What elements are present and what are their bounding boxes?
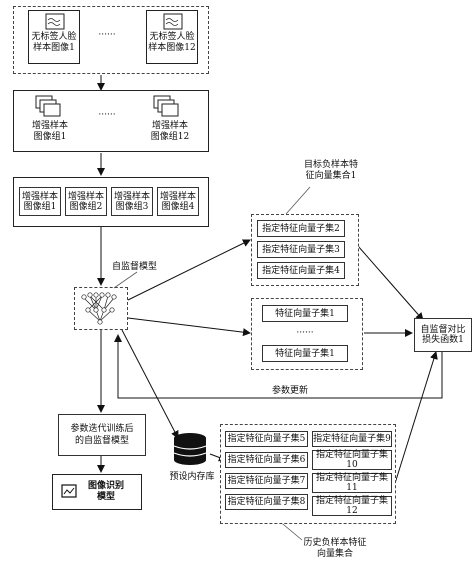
aug-set-group-4: 增强样本 图像组4: [157, 187, 199, 216]
ellipsis-aug: ······: [98, 110, 116, 120]
contrastive-loss-box: 自监督对比 损失函数1: [414, 318, 472, 352]
history-subset-9: 指定特征向量子集9: [312, 431, 392, 447]
arrow-param-update: [114, 334, 443, 399]
aug-set-group-3: 增强样本 图像组3: [111, 187, 153, 216]
arrow-model-to-target: [127, 239, 251, 301]
arrow-target-to-loss: [357, 245, 424, 321]
feature-subset-first: 特征向量子集1: [262, 305, 348, 322]
recognition-model-label: 图像识别 模型: [87, 481, 124, 502]
history-subset-6: 指定特征向量子集6: [225, 452, 308, 468]
database-icon: [173, 433, 207, 465]
target-subset-2: 指定特征向量子集2: [257, 220, 345, 237]
unlabeled-image-1: [28, 10, 80, 64]
unlabeled-image-12-label: 无标签人脸 样本图像12: [148, 32, 196, 53]
history-subset-10: 指定特征向量子集 10: [312, 450, 392, 470]
arrow-model-to-middle: [127, 317, 251, 337]
aug-group-12-label: 增强样本 图像组12: [150, 121, 190, 142]
face-image-icon: [45, 13, 65, 30]
aug-set-group-2: 增强样本 图像组2: [65, 187, 107, 216]
target-negative-title: 目标负样本特 征向量集合1: [303, 160, 358, 181]
history-subset-5: 指定特征向量子集5: [225, 431, 308, 447]
trained-model-box: 参数迭代训练后 的自监督模型: [58, 414, 146, 456]
feature-subset-last: 特征向量子集1: [262, 345, 348, 362]
top-icons-overlay: [45, 13, 183, 30]
self-supervised-model-box: [74, 287, 128, 330]
aug-group-1-label: 增强样本 图像组1: [31, 121, 68, 142]
ellipsis-top: ······: [98, 30, 116, 40]
target-subset-3: 指定特征向量子集3: [257, 241, 345, 258]
history-negative-title: 历史负样本特征 向量集合: [303, 538, 367, 559]
callout-model: [113, 271, 138, 289]
history-subset-8: 指定特征向量子集8: [225, 494, 308, 510]
history-subset-12: 指定特征向量子集 12: [312, 496, 392, 516]
unlabeled-image-1-label: 无标签人脸 样本图像1: [31, 32, 77, 53]
history-subset-11: 指定特征向量子集 11: [312, 473, 392, 493]
callout-target: [285, 186, 311, 215]
neural-network-icon: [81, 292, 117, 325]
aug-icons-overlay: [35, 95, 179, 117]
feature-subset-ellipsis: ······: [296, 328, 314, 338]
param-update-label: 参数更新: [271, 386, 308, 396]
face-image-icon: [163, 13, 183, 30]
image-stack-icon: [35, 95, 61, 117]
aug-set-group-1: 增强样本 图像组1: [19, 187, 61, 216]
history-subset-7: 指定特征向量子集7: [225, 473, 308, 489]
self-supervised-model-label: 自监督模型: [112, 262, 158, 272]
image-stack-icon: [153, 95, 179, 117]
memory-bank-label: 预设内存库: [169, 472, 215, 482]
target-subset-4: 指定特征向量子集4: [257, 262, 345, 279]
arrow-model-to-bank: [121, 329, 179, 439]
arrow-history-to-loss: [391, 351, 438, 494]
